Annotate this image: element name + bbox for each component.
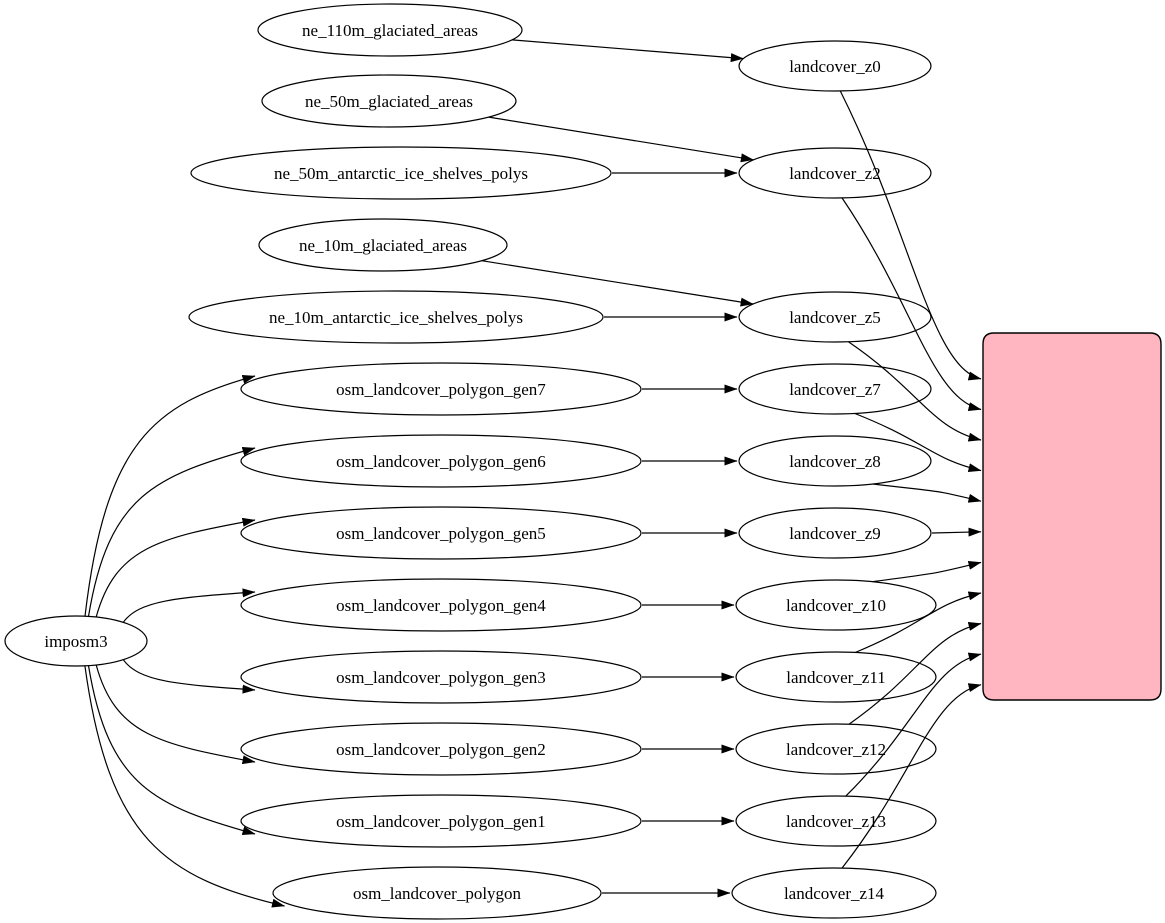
node-shape xyxy=(738,40,932,92)
node-osm_landcover_polygon_gen4: osm_landcover_polygon_gen4 xyxy=(240,578,642,632)
node-shape xyxy=(735,723,937,775)
node-label: ne_50m_glaciated_areas xyxy=(305,92,473,111)
node-landcover_z12: landcover_z12 xyxy=(735,723,937,775)
node-ne_10m_glaciated_areas: ne_10m_glaciated_areas xyxy=(258,218,508,272)
edge-ne_50m_glaciated_areas-to-landcover_z2 xyxy=(488,116,754,163)
node-landcover_z9: landcover_z9 xyxy=(738,507,932,559)
node-shape xyxy=(240,578,642,632)
node-shape xyxy=(738,147,932,199)
node-label: landcover_z12 xyxy=(786,740,886,759)
node-osm_landcover_polygon_gen7: osm_landcover_polygon_gen7 xyxy=(240,362,642,416)
node-label: ne_10m_antarctic_ice_shelves_polys xyxy=(269,308,523,327)
node-label: landcover_z11 xyxy=(786,668,885,687)
node-shape xyxy=(735,795,937,847)
node-shape xyxy=(738,291,932,343)
node-shape xyxy=(735,651,937,703)
edge-landcover_z12-to-layer_landcover-z12 xyxy=(848,622,982,725)
node-osm_landcover_polygon_gen6: osm_landcover_polygon_gen6 xyxy=(240,434,642,488)
edge-landcover_z0-to-layer_landcover-z0-z1 xyxy=(839,90,982,381)
node-label: landcover_z0 xyxy=(789,57,881,76)
edge-landcover_z10-to-layer_landcover-z10 xyxy=(872,560,982,583)
node-shape xyxy=(738,507,932,559)
edge-landcover_z5-to-layer_landcover-z5-z6 xyxy=(848,341,982,442)
node-landcover_z10: landcover_z10 xyxy=(735,579,937,631)
node-shape xyxy=(738,435,932,487)
node-label: landcover_z5 xyxy=(789,308,881,327)
node-label: osm_landcover_polygon_gen6 xyxy=(336,452,546,471)
node-shape xyxy=(240,362,642,416)
node-label: imposm3 xyxy=(44,632,107,651)
edge-landcover_z14-to-layer_landcover-z14+ xyxy=(841,683,982,869)
node-ne_10m_antarctic_ice_shelves_polys: ne_10m_antarctic_ice_shelves_polys xyxy=(188,290,604,344)
node-label: landcover_z9 xyxy=(789,524,881,543)
node-shape xyxy=(240,722,642,776)
node-landcover_z7: landcover_z7 xyxy=(738,363,932,415)
edge-landcover_z11-to-layer_landcover-z11 xyxy=(854,591,982,654)
node-shape xyxy=(240,794,642,848)
node-landcover_z2: landcover_z2 xyxy=(738,147,932,199)
edge-imposm3-to-osm_landcover_polygon_gen2 xyxy=(95,664,256,765)
node-ne_50m_glaciated_areas: ne_50m_glaciated_areas xyxy=(261,74,517,128)
node-osm_landcover_polygon_gen2: osm_landcover_polygon_gen2 xyxy=(240,722,642,776)
edge-imposm3-to-osm_landcover_polygon_gen3 xyxy=(122,659,256,694)
node-label: landcover_z14 xyxy=(784,884,885,903)
node-osm_landcover_polygon_gen3: osm_landcover_polygon_gen3 xyxy=(240,650,642,704)
node-landcover_z5: landcover_z5 xyxy=(738,291,932,343)
node-shape xyxy=(258,218,508,272)
node-osm_landcover_polygon: osm_landcover_polygon xyxy=(272,866,602,920)
edge-imposm3-to-osm_landcover_polygon_gen4 xyxy=(122,588,256,623)
node-landcover_z0: landcover_z0 xyxy=(738,40,932,92)
node-landcover_z14: landcover_z14 xyxy=(731,867,937,919)
node-ne_50m_antarctic_ice_shelves_polys: ne_50m_antarctic_ice_shelves_polys xyxy=(190,146,612,200)
node-label: osm_landcover_polygon_gen7 xyxy=(336,380,546,399)
node-label: osm_landcover_polygon xyxy=(353,884,522,903)
edge-ne_10m_glaciated_areas-to-landcover_z5 xyxy=(481,260,754,307)
edge-imposm3-to-osm_landcover_polygon_gen1 xyxy=(87,665,256,835)
node-shape xyxy=(257,3,523,57)
node-shape xyxy=(735,579,937,631)
node-shape xyxy=(240,650,642,704)
node-label: ne_10m_glaciated_areas xyxy=(299,236,467,255)
edge-landcover_z2-to-layer_landcover-z2-z4 xyxy=(841,197,982,411)
node-label: osm_landcover_polygon_gen2 xyxy=(336,740,546,759)
node-landcover_z13: landcover_z13 xyxy=(735,795,937,847)
node-shape xyxy=(738,363,932,415)
node-landcover_z11: landcover_z11 xyxy=(735,651,937,703)
node-label: osm_landcover_polygon_gen1 xyxy=(336,812,546,831)
node-osm_landcover_polygon_gen1: osm_landcover_polygon_gen1 xyxy=(240,794,642,848)
node-label: landcover_z13 xyxy=(786,812,886,831)
node-shape xyxy=(731,867,937,919)
record-background xyxy=(982,332,1162,701)
node-ne_110m_glaciated_areas: ne_110m_glaciated_areas xyxy=(257,3,523,57)
edge-imposm3-to-osm_landcover_polygon_gen7 xyxy=(84,374,256,617)
node-label: landcover_z2 xyxy=(789,164,881,183)
edge-landcover_z13-to-layer_landcover-z13 xyxy=(845,652,982,797)
node-shape xyxy=(240,434,642,488)
node-label: osm_landcover_polygon_gen4 xyxy=(336,596,546,615)
edge-imposm3-to-osm_landcover_polygon_gen6 xyxy=(87,447,256,617)
node-shape xyxy=(188,290,604,344)
node-shape xyxy=(190,146,612,200)
edge-landcover_z9-to-layer_landcover-z9 xyxy=(931,527,982,537)
node-label: landcover_z8 xyxy=(789,452,881,471)
node-shape xyxy=(240,506,642,560)
node-label: landcover_z7 xyxy=(789,380,881,399)
node-shape xyxy=(4,615,148,667)
edge-landcover_z7-to-layer_landcover-z7 xyxy=(854,412,982,473)
node-osm_landcover_polygon_gen5: osm_landcover_polygon_gen5 xyxy=(240,506,642,560)
node-shape xyxy=(272,866,602,920)
node-label: osm_landcover_polygon_gen5 xyxy=(336,524,546,543)
node-imposm3: imposm3 xyxy=(4,615,148,667)
edge-ne_110m_glaciated_areas-to-landcover_z0 xyxy=(512,39,744,63)
node-label: ne_50m_antarctic_ice_shelves_polys xyxy=(274,164,528,183)
node-landcover_z8: landcover_z8 xyxy=(738,435,932,487)
edge-landcover_z8-to-layer_landcover-z8 xyxy=(872,483,982,503)
edge-imposm3-to-osm_landcover_polygon xyxy=(84,665,285,908)
node-shape xyxy=(261,74,517,128)
node-label: ne_110m_glaciated_areas xyxy=(302,21,478,40)
edge-imposm3-to-osm_landcover_polygon_gen5 xyxy=(95,517,256,618)
node-label: landcover_z10 xyxy=(786,596,886,615)
node-label: osm_landcover_polygon_gen3 xyxy=(336,668,546,687)
